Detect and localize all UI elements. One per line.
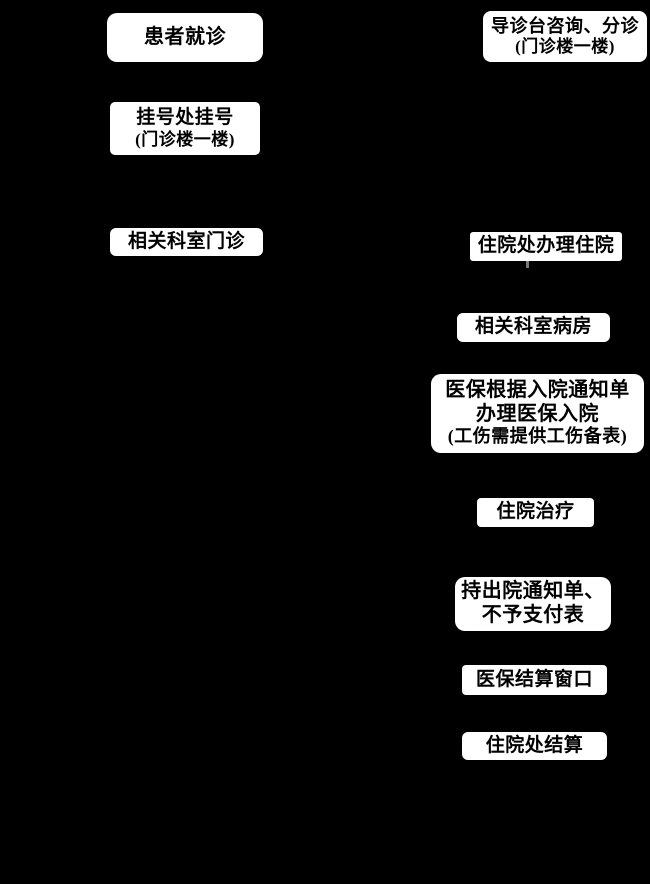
- flow-node-registration: 挂号处挂号 (门诊楼一楼): [110, 102, 260, 155]
- flow-node-insurance-admission: 医保根据入院通知单 办理医保入院 (工伤需提供工伤备表): [431, 374, 644, 453]
- flow-node-label: 住院处办理住院: [477, 235, 615, 257]
- flow-node-label: 相关科室门诊: [127, 230, 245, 252]
- arrow-stub: [526, 261, 529, 268]
- flow-node-label: 住院治疗: [496, 501, 575, 523]
- flow-node-settlement-window: 医保结算窗口: [462, 665, 607, 695]
- flow-node-label: 相关科室病房: [474, 316, 592, 338]
- flow-node-triage: 导诊台咨询、分诊 (门诊楼一楼): [483, 11, 647, 62]
- flow-node-label: 住院处结算: [485, 734, 584, 756]
- flow-node-label: 不予支付表: [481, 604, 585, 626]
- flow-node-label: 办理医保入院: [476, 402, 599, 425]
- flow-node-label: 患者就诊: [144, 25, 226, 48]
- flow-node-discharge-docs: 持出院通知单、 不予支付表: [455, 577, 611, 631]
- flow-node-sublabel: (门诊楼一楼): [515, 37, 615, 57]
- flow-node-ward: 相关科室病房: [457, 313, 610, 342]
- flow-node-label: 医保结算窗口: [475, 668, 593, 690]
- flow-node-inpatient-settlement: 住院处结算: [462, 732, 607, 760]
- flow-node-patient-visit: 患者就诊: [107, 13, 263, 62]
- flow-node-admission: 住院处办理住院: [470, 232, 622, 261]
- flow-node-sublabel: (工伤需提供工伤备表): [447, 426, 628, 447]
- flow-node-outpatient: 相关科室门诊: [110, 228, 263, 256]
- flow-node-label: 医保根据入院通知单: [445, 379, 630, 402]
- flow-node-sublabel: (门诊楼一楼): [135, 129, 235, 149]
- flow-node-label: 持出院通知单、: [461, 580, 605, 603]
- flow-node-label: 导诊台咨询、分诊: [491, 15, 639, 36]
- flow-node-label: 挂号处挂号: [136, 107, 234, 129]
- flow-node-treatment: 住院治疗: [477, 498, 594, 527]
